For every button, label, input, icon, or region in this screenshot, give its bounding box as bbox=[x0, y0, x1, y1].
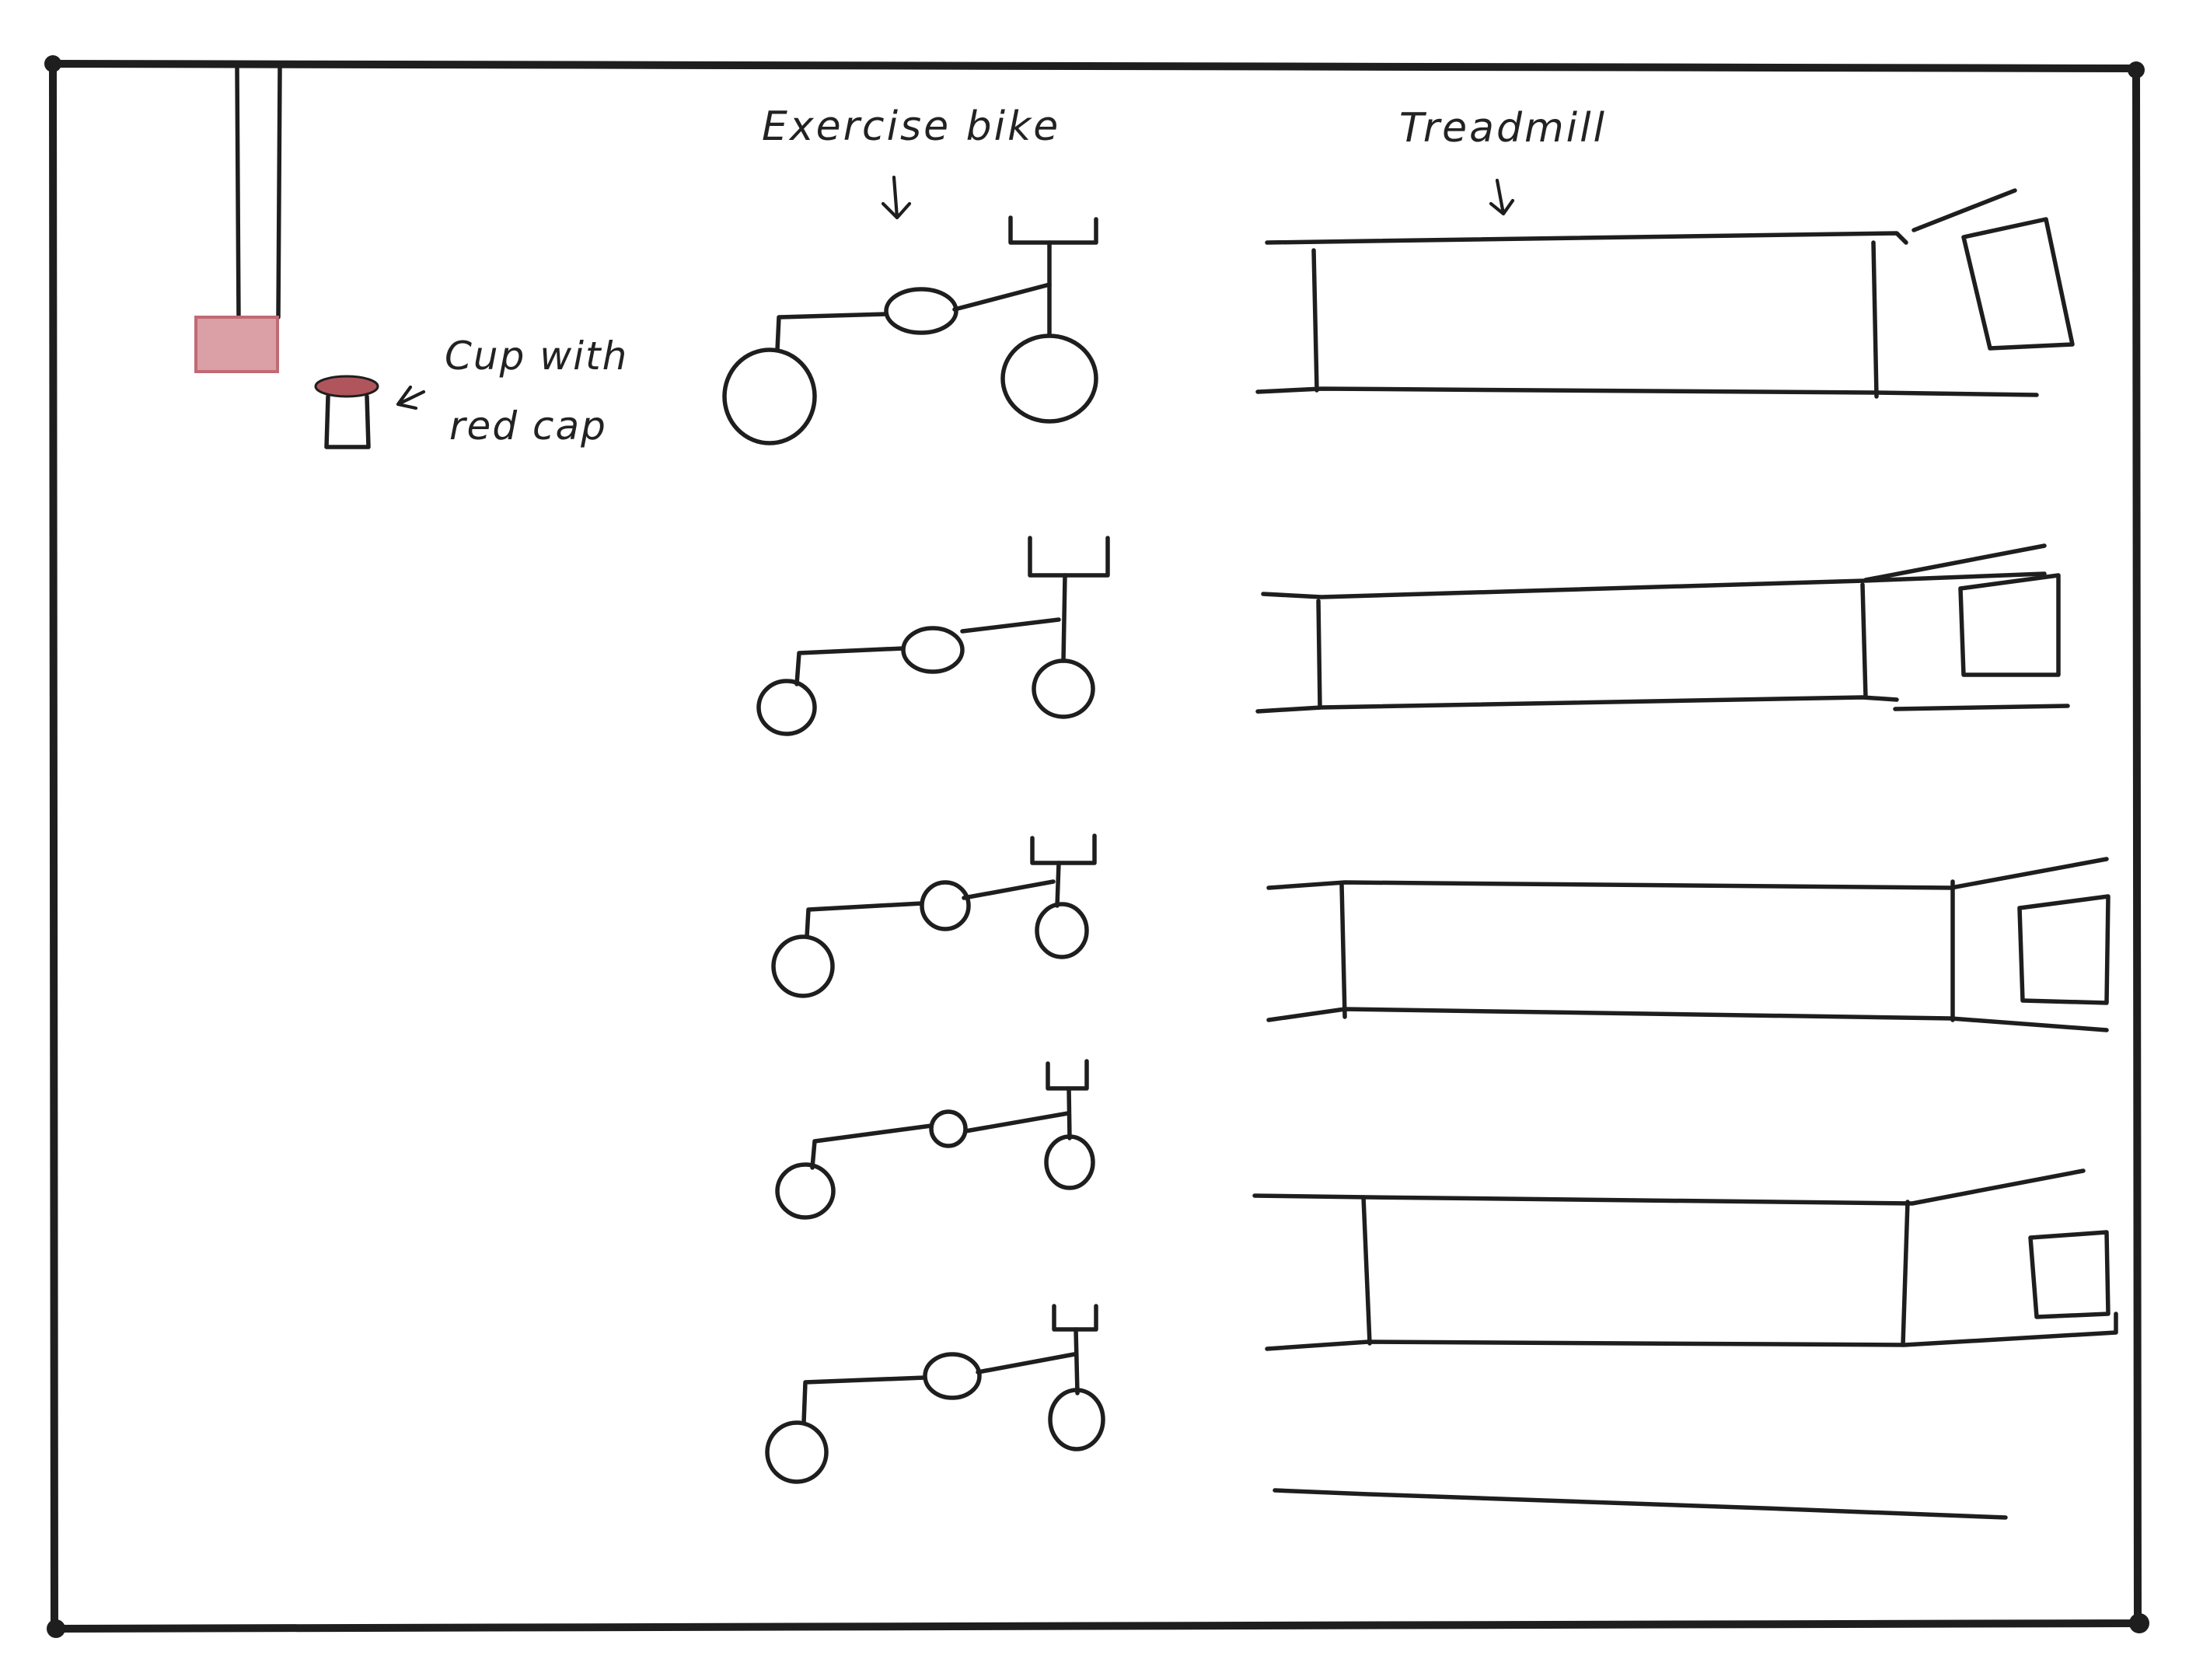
exercise-bike bbox=[722, 215, 1098, 445]
corner-dot bbox=[47, 1619, 65, 1638]
cup-with-red-cap: Cup with red cap bbox=[314, 334, 628, 449]
corner-dot bbox=[2128, 61, 2145, 79]
entrance-corridor bbox=[194, 66, 282, 373]
treadmill bbox=[1255, 188, 2075, 399]
exercise-bike bbox=[756, 536, 1110, 736]
treadmill-partial bbox=[1273, 1488, 2008, 1520]
red-block bbox=[194, 316, 279, 373]
exercise-bike-label: Exercise bike bbox=[762, 103, 1060, 150]
treadmill-label: Treadmill bbox=[1399, 105, 1607, 152]
exercise-bike bbox=[771, 833, 1097, 998]
left-arrow-icon bbox=[396, 385, 426, 410]
treadmill bbox=[1255, 543, 2070, 714]
corner-dot bbox=[44, 55, 61, 72]
exercise-bike bbox=[775, 1059, 1095, 1220]
corner-dot bbox=[2129, 1613, 2149, 1633]
red-cap bbox=[314, 375, 379, 398]
cup-label-line2: red cap bbox=[449, 403, 607, 449]
treadmill bbox=[1252, 1168, 2118, 1351]
down-arrow-icon bbox=[1489, 178, 1515, 216]
down-arrow-icon bbox=[881, 175, 912, 220]
exercise-bike bbox=[765, 1304, 1105, 1484]
treadmill bbox=[1266, 857, 2110, 1032]
cup-label-line1: Cup with bbox=[445, 334, 628, 379]
